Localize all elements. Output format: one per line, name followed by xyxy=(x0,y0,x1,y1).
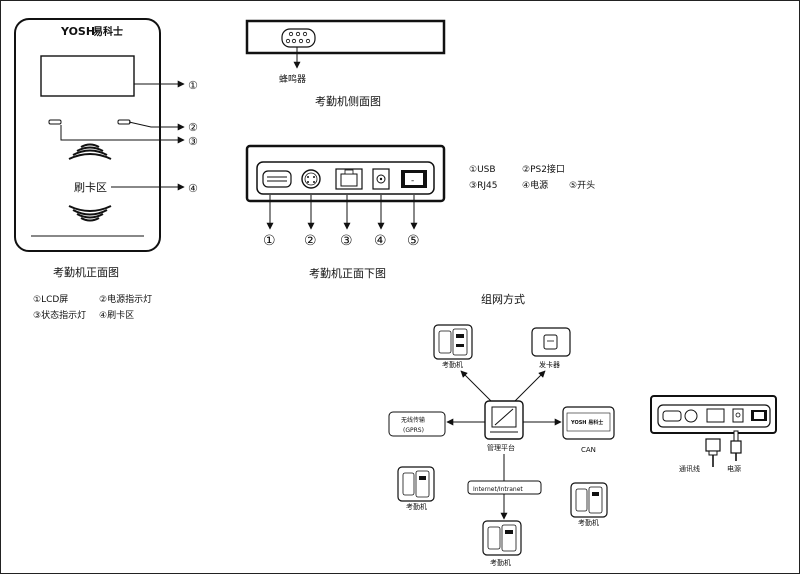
buzzer-label: 蜂鸣器 xyxy=(279,73,306,85)
status-indicator-light xyxy=(117,119,131,125)
link-to-card-issuer xyxy=(514,370,546,402)
front-legend-2: ②电源指示灯 xyxy=(99,293,152,305)
port-number-4: ④ xyxy=(374,233,387,249)
ps2-port-icon xyxy=(301,169,321,189)
marker-4: ④ xyxy=(188,182,198,195)
marker-2: ② xyxy=(188,121,198,134)
power-cable-label: 电源 xyxy=(727,464,741,473)
bottom-legend-2: ②PS2接口 xyxy=(522,163,565,175)
mini-bottom-view xyxy=(650,395,777,434)
marker-3: ③ xyxy=(188,135,198,148)
power-jack-icon xyxy=(372,168,390,190)
port-number-5: ⑤ xyxy=(407,233,420,249)
bottom-legend-5: ⑤开头 xyxy=(569,180,595,191)
bottom-attendance-device xyxy=(482,520,522,556)
swipe-area-label: 刷卡区 xyxy=(74,181,107,194)
network-diagram: 组网方式 管理平台 考勤机 发卡器 无线传输 (GPRS) xyxy=(388,292,777,567)
callout-arrow-status xyxy=(60,125,185,144)
port-number-1: ① xyxy=(263,233,276,249)
top-left-attendance-device xyxy=(433,324,473,360)
front-legend-4: ④刷卡区 xyxy=(99,309,134,321)
device-side-view: 蜂鸣器 考勤机侧面图 xyxy=(245,19,446,108)
card-issuer-label: 发卡器 xyxy=(539,360,560,369)
svg-text:YOSH 易科士: YOSH 易科士 xyxy=(570,419,603,426)
bottom-device-label: 考勤机 xyxy=(490,558,511,567)
communication-cable-icon xyxy=(705,438,721,467)
network-title: 组网方式 xyxy=(481,292,525,306)
power-cable-icon xyxy=(730,430,742,461)
bottom-legend-1: ①USB xyxy=(469,165,496,175)
top-left-device-label: 考勤机 xyxy=(442,360,463,369)
internet-label: Internet/Intranet xyxy=(473,486,523,493)
power-indicator-light xyxy=(48,119,62,125)
wireless-box xyxy=(388,411,446,437)
left-attendance-device xyxy=(397,466,435,502)
management-platform-label: 管理平台 xyxy=(487,443,515,452)
link-to-top-left-device xyxy=(460,370,492,402)
port-number-3: ③ xyxy=(340,233,353,249)
can-label: CAN xyxy=(581,446,596,454)
side-view-caption: 考勤机侧面图 xyxy=(315,94,381,108)
wireless-label-line1: 无线传输 xyxy=(401,416,425,424)
communication-cable-label: 通讯线 xyxy=(679,464,700,473)
buzzer-icon xyxy=(281,28,316,48)
svg-text:-: - xyxy=(411,176,414,186)
bottom-legend-4: ④电源 xyxy=(522,179,548,191)
management-platform-node xyxy=(484,400,524,440)
callout-arrow-power xyxy=(128,121,185,131)
right-attendance-device xyxy=(570,482,608,518)
wireless-label-line2: (GPRS) xyxy=(403,427,424,434)
can-device: YOSH 易科士 xyxy=(562,406,615,440)
lcd-screen xyxy=(40,55,135,97)
rfid-wave-bottom-icon xyxy=(68,205,112,222)
front-legend-3: ③状态指示灯 xyxy=(33,309,86,321)
device-front-view: YOSH 易科士 刷卡区 ① ② ③ ④ 考勤机正面图 ①LCD屏 xyxy=(14,18,198,321)
bottom-view-caption: 考勤机正面下图 xyxy=(309,266,386,280)
rj45-port-icon xyxy=(335,168,363,190)
side-view-body xyxy=(245,19,446,55)
brand-logo-cn: 易科士 xyxy=(93,25,123,38)
power-switch-icon: - xyxy=(401,170,427,188)
front-view-caption: 考勤机正面图 xyxy=(53,265,119,279)
card-issuer-device xyxy=(531,327,571,357)
marker-1: ① xyxy=(188,79,198,92)
rfid-wave-top-icon xyxy=(68,143,112,160)
device-bottom-view: - ① ② ③ ④ ⑤ 考勤机正面下图 ①USB ②PS2接口 ③RJ45 ④电… xyxy=(245,144,595,280)
bottom-legend-3: ③RJ45 xyxy=(469,181,497,191)
front-legend-1: ①LCD屏 xyxy=(33,294,68,305)
right-device-label: 考勤机 xyxy=(578,518,599,527)
brand-logo: YOSH xyxy=(60,25,95,38)
port-number-2: ② xyxy=(304,233,317,249)
device-front-body xyxy=(14,18,161,252)
usb-port-icon xyxy=(262,170,292,188)
left-device-label: 考勤机 xyxy=(406,502,427,511)
